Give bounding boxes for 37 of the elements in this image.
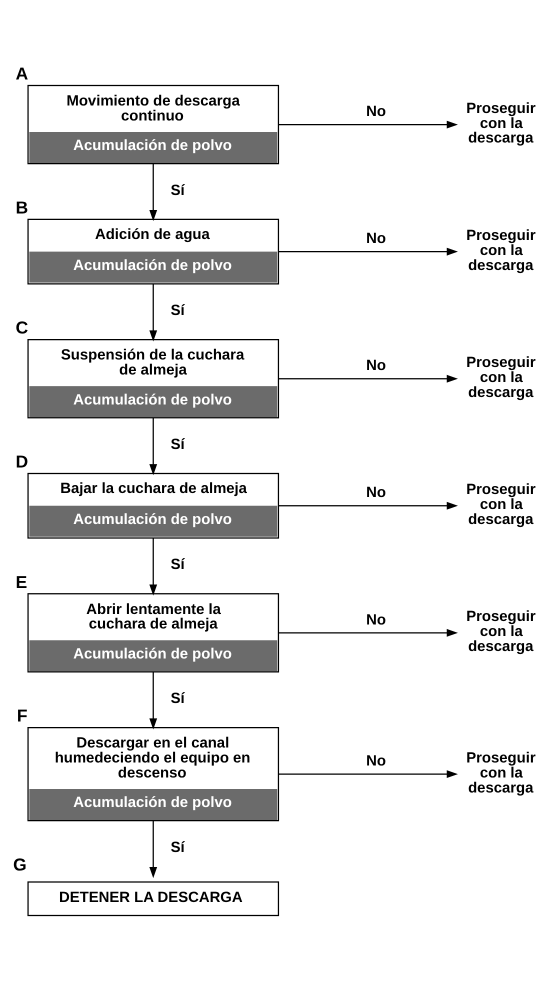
arrow [149, 672, 158, 729]
edge-label: Sí [170, 839, 185, 856]
node-label: E [16, 571, 28, 592]
arrow [278, 247, 458, 256]
arrow [149, 538, 158, 596]
edge-label: Sí [170, 436, 185, 452]
arrow [278, 770, 458, 778]
arrow [278, 374, 458, 382]
node-label: C [16, 317, 28, 338]
arrow [149, 820, 158, 878]
edge-label: No [366, 230, 386, 247]
edge-label: No [366, 612, 386, 628]
node-text: Proseguir con la descarga [466, 354, 536, 400]
arrow [149, 163, 158, 221]
node-text: Proseguir con la descarga [466, 750, 536, 796]
edge-label: No [366, 484, 386, 501]
edge-label: Sí [170, 556, 185, 573]
arrow [149, 418, 158, 475]
node-text: Proseguir con la descarga [466, 482, 536, 528]
edge-label: No [366, 104, 386, 120]
node-label: A [16, 63, 28, 84]
node-label: F [16, 705, 28, 726]
node-text: Proseguir con la descarga [466, 100, 536, 146]
node-label: B [16, 196, 28, 217]
arrow [278, 120, 458, 128]
edge-label: No [366, 358, 386, 374]
edge-label: Sí [170, 690, 185, 706]
node-label: G [13, 854, 27, 874]
arrow [278, 501, 458, 510]
node-label: D [16, 451, 28, 472]
arrow [278, 628, 458, 636]
node-text: Proseguir con la descarga [466, 608, 536, 654]
edge-label: Sí [170, 302, 185, 318]
arrow [149, 284, 158, 342]
edge-label: No [366, 753, 386, 770]
node-text: Proseguir con la descarga [466, 228, 536, 274]
edge-label: Sí [170, 182, 185, 198]
